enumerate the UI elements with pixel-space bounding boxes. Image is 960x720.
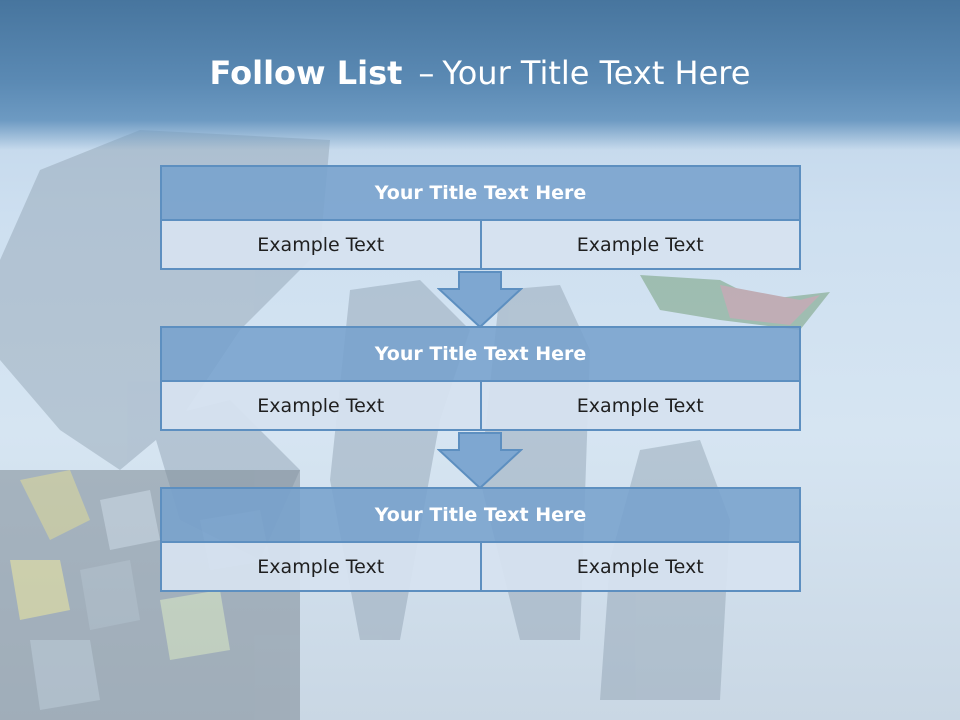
- title-bar: [0, 0, 960, 150]
- block-title: Your Title Text Here: [160, 165, 801, 221]
- block-cell-left: Example Text: [160, 221, 482, 270]
- down-arrow-icon: [437, 432, 523, 490]
- block-cell-right: Example Text: [481, 382, 801, 431]
- list-block-1: Your Title Text Here Example Text Exampl…: [160, 165, 801, 270]
- title-rest: Your Title Text Here: [442, 54, 751, 92]
- block-cell-right: Example Text: [481, 221, 801, 270]
- title-dash: –: [418, 54, 435, 92]
- block-title: Your Title Text Here: [160, 326, 801, 382]
- block-cell-left: Example Text: [160, 543, 482, 592]
- title-bold: Follow List: [209, 54, 403, 92]
- list-block-2: Your Title Text Here Example Text Exampl…: [160, 326, 801, 431]
- list-block-3: Your Title Text Here Example Text Exampl…: [160, 487, 801, 592]
- block-cell-left: Example Text: [160, 382, 482, 431]
- block-cell-right: Example Text: [481, 543, 801, 592]
- slide-title: Follow List–Your Title Text Here: [0, 54, 960, 92]
- down-arrow-icon: [437, 271, 523, 329]
- block-title: Your Title Text Here: [160, 487, 801, 543]
